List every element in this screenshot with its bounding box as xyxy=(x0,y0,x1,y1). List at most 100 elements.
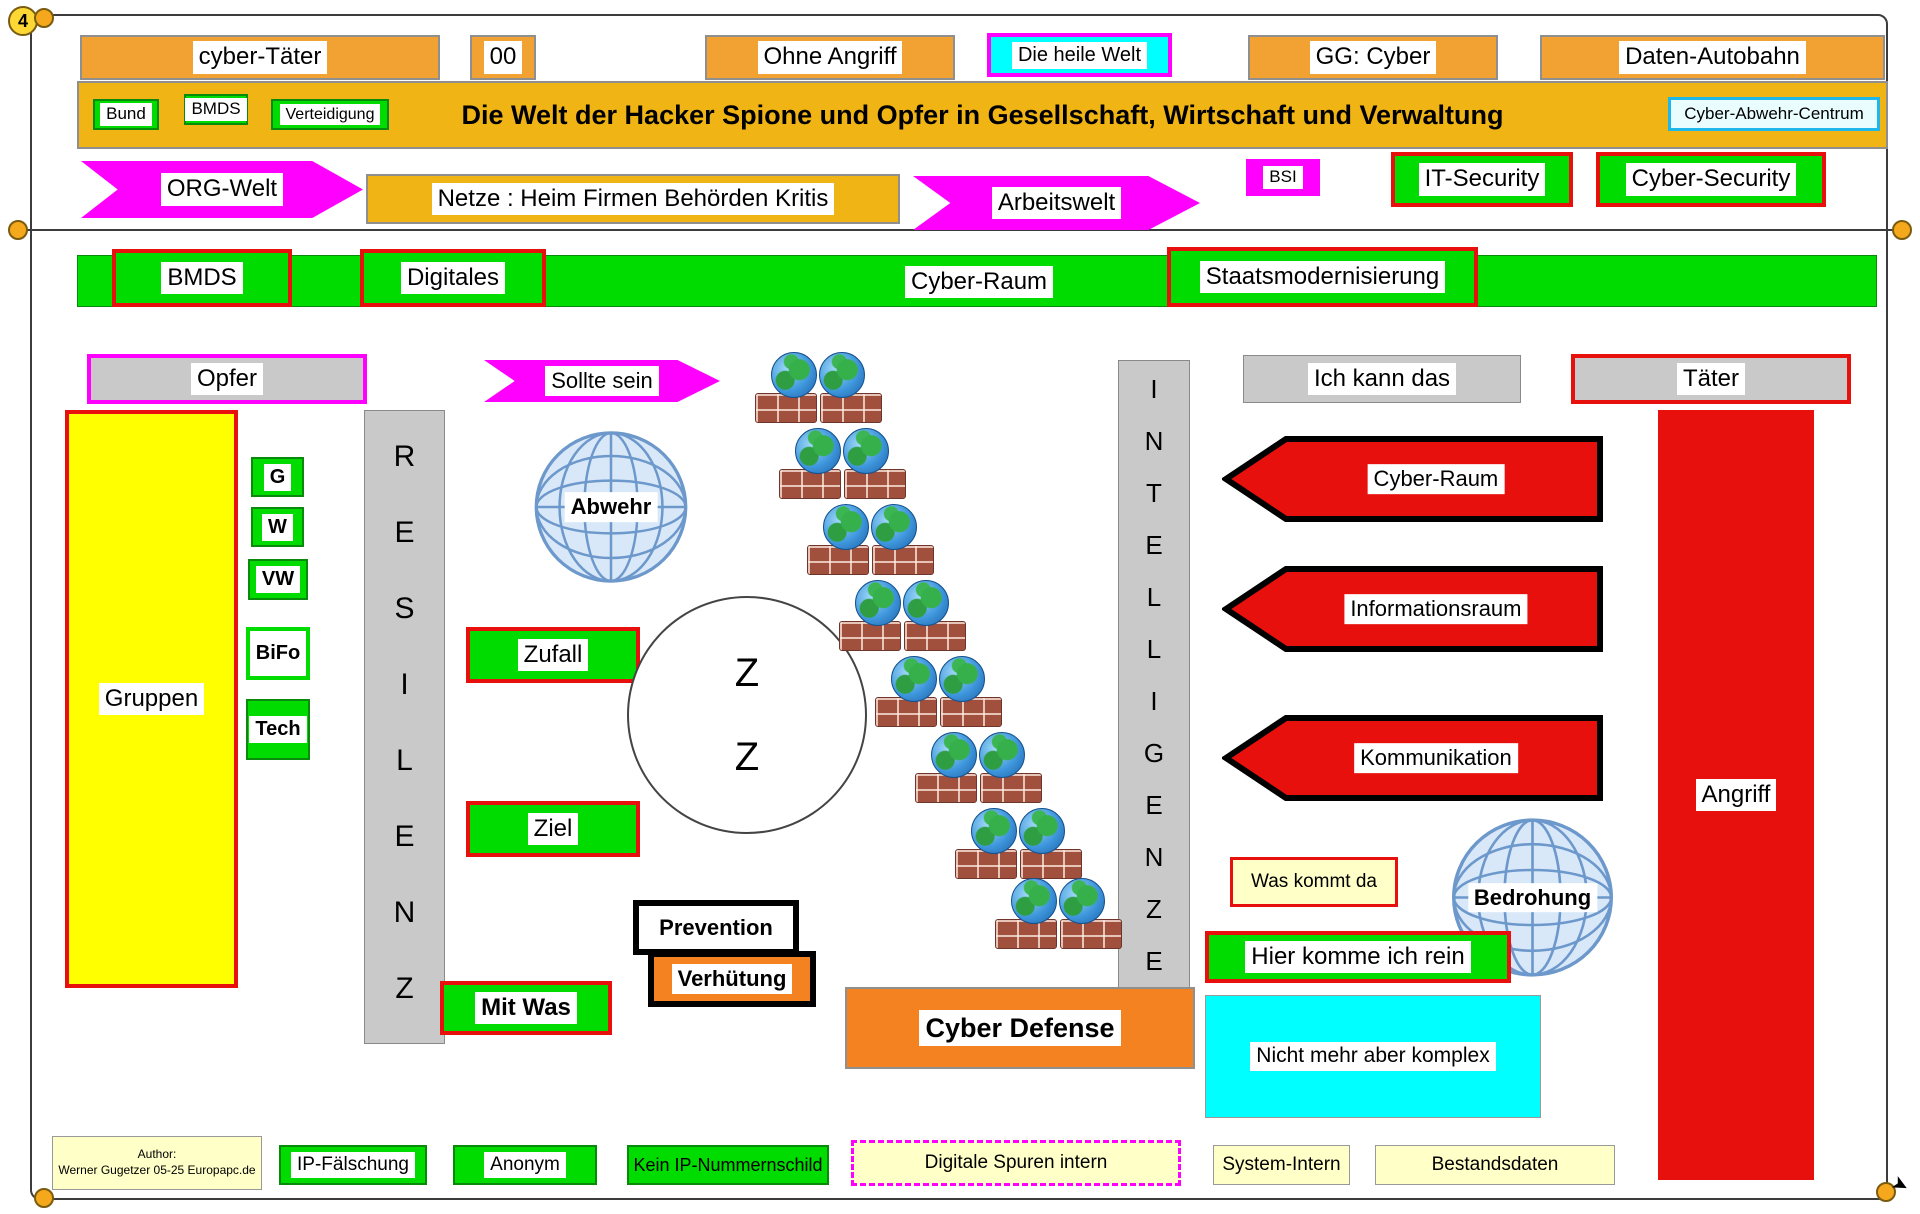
box-ich-kann-das: Ich kann das xyxy=(1243,355,1521,403)
box-angriff: Angriff xyxy=(1658,410,1814,1180)
arrow-kommunikation: Kommunikation xyxy=(1222,714,1604,802)
box-ip-faelschung: IP-Fälschung xyxy=(279,1145,427,1185)
box-gruppen-label: Gruppen xyxy=(98,682,205,716)
brick-icon xyxy=(954,849,1017,879)
globe-icon xyxy=(855,580,901,626)
box-cyber-abwehr-centrum: Cyber-Abwehr-Centrum xyxy=(1668,97,1880,131)
box-bsi: BSI xyxy=(1246,159,1320,196)
box-daten-autobahn-label: Daten-Autobahn xyxy=(1619,41,1806,74)
box-prevention-label: Prevention xyxy=(659,914,773,940)
box-verteidigung-label: Verteidigung xyxy=(279,103,381,126)
wall-step xyxy=(992,878,1124,949)
connector-dot xyxy=(1892,220,1912,240)
box-ohne-angriff: Ohne Angriff xyxy=(705,35,955,80)
globe-icon xyxy=(903,580,949,626)
box-zufall: Zufall xyxy=(466,627,640,683)
wall-step xyxy=(872,656,1004,727)
box-gg-cyber-label: GG: Cyber xyxy=(1309,41,1437,74)
bedrohung-globe-group: Bedrohung xyxy=(1445,815,1620,980)
box-kein-ip-label: Kein IP-Nummernschild xyxy=(633,1154,823,1175)
box-system-intern: System-Intern xyxy=(1213,1145,1350,1185)
arrow-cyber-raum: Cyber-Raum xyxy=(1222,435,1604,523)
box-cyber-defense-label: Cyber Defense xyxy=(919,1009,1121,1047)
box-taeter-label: Täter xyxy=(1676,362,1745,396)
resilienz-bar: R E S I L E N Z xyxy=(364,410,445,1044)
band-cyber-raum-label: Cyber-Raum xyxy=(905,265,1054,299)
abwehr-label: Abwehr xyxy=(564,492,658,522)
box-angriff-label: Angriff xyxy=(1695,778,1777,812)
box-digitale-spuren: Digitale Spuren intern xyxy=(851,1140,1181,1186)
brick-icon xyxy=(778,469,841,499)
box-cyber-security-label: Cyber-Security xyxy=(1625,163,1797,196)
brick-icon xyxy=(806,545,869,575)
box-bund-label: Bund xyxy=(100,103,152,126)
band-bmds-label: BMDS xyxy=(161,261,243,295)
box-was-kommt-da-label: Was kommt da xyxy=(1251,871,1377,892)
wall-step xyxy=(804,504,936,575)
arrow-kommunikation-label: Kommunikation xyxy=(1354,743,1518,773)
box-system-intern-label: System-Intern xyxy=(1222,1154,1341,1175)
box-netze: Netze : Heim Firmen Behörden Kritis xyxy=(366,174,900,224)
band-staatsmodernisierung: Staatsmodernisierung xyxy=(1167,247,1478,307)
box-cyber-abwehr-centrum-label: Cyber-Abwehr-Centrum xyxy=(1684,104,1864,123)
box-verteidigung: Verteidigung xyxy=(271,99,389,130)
box-die-heile-welt: Die heile Welt xyxy=(987,33,1172,77)
arrow-sollte-sein: Sollte sein xyxy=(484,360,720,402)
bedrohung-label: Bedrohung xyxy=(1467,882,1598,913)
box-mit-was-label: Mit Was xyxy=(475,991,577,1025)
brick-icon xyxy=(843,469,906,499)
arrow-sollte-sein-label: Sollte sein xyxy=(545,366,659,396)
wall-step xyxy=(912,732,1044,803)
globe-icon xyxy=(823,504,869,550)
band-bmds: BMDS xyxy=(112,249,292,307)
outer-frame xyxy=(30,14,1888,1200)
box-zero-zero-label: 00 xyxy=(483,41,523,74)
wall-step xyxy=(752,352,884,423)
box-anonym: Anonym xyxy=(453,1145,597,1185)
author-line1: Author: xyxy=(137,1147,177,1162)
box-ziel: Ziel xyxy=(466,801,640,857)
box-kein-ip: Kein IP-Nummernschild xyxy=(627,1145,829,1185)
connector-dot xyxy=(8,220,28,240)
box-hier-komme-ich-rein: Hier komme ich rein xyxy=(1205,931,1511,983)
globe-icon xyxy=(931,732,977,778)
box-anonym-label: Anonym xyxy=(484,1152,566,1178)
box-verhuetung: Verhütung xyxy=(648,951,816,1007)
box-bestandsdaten-label: Bestandsdaten xyxy=(1431,1154,1559,1175)
band-digitales-label: Digitales xyxy=(400,261,506,295)
box-g-label: G xyxy=(263,463,292,491)
box-opfer-label: Opfer xyxy=(190,362,264,396)
box-ich-kann-das-label: Ich kann das xyxy=(1307,362,1457,396)
brick-icon xyxy=(1059,919,1122,949)
brick-icon xyxy=(979,773,1042,803)
connector-dot xyxy=(34,8,54,28)
divider-line xyxy=(14,229,1906,231)
box-tech: Tech xyxy=(246,699,310,760)
arrow-informationsraum-label: Informationsraum xyxy=(1344,594,1528,624)
box-nicht-mehr-label: Nicht mehr aber komplex xyxy=(1250,1042,1496,1071)
globe-icon xyxy=(939,656,985,702)
box-prevention: Prevention xyxy=(633,900,799,955)
globe-icon xyxy=(979,732,1025,778)
wall-step xyxy=(776,428,908,499)
box-ohne-angriff-label: Ohne Angriff xyxy=(757,41,903,74)
connector-dot xyxy=(1876,1182,1896,1202)
box-bestandsdaten: Bestandsdaten xyxy=(1375,1145,1615,1185)
box-digitale-spuren-label: Digitale Spuren intern xyxy=(924,1152,1108,1173)
arrow-arbeitswelt-label: Arbeitswelt xyxy=(991,186,1122,220)
band-staatsmodernisierung-label: Staatsmodernisierung xyxy=(1199,260,1446,294)
box-was-kommt-da: Was kommt da xyxy=(1230,857,1398,907)
brick-icon xyxy=(994,919,1057,949)
box-ziel-label: Ziel xyxy=(527,812,579,846)
box-gruppen: Gruppen xyxy=(65,410,238,988)
arrow-informationsraum: Informationsraum xyxy=(1222,565,1604,653)
globe-icon xyxy=(795,428,841,474)
box-g: G xyxy=(251,457,304,497)
globe-icon xyxy=(1011,878,1057,924)
box-bifo-label: BiFo xyxy=(255,642,301,664)
globe-icon xyxy=(771,352,817,398)
band-digitales: Digitales xyxy=(360,249,546,307)
box-cyber-taeter: cyber-Täter xyxy=(80,35,440,80)
box-die-heile-welt-label: Die heile Welt xyxy=(1011,41,1148,69)
globe-icon xyxy=(843,428,889,474)
